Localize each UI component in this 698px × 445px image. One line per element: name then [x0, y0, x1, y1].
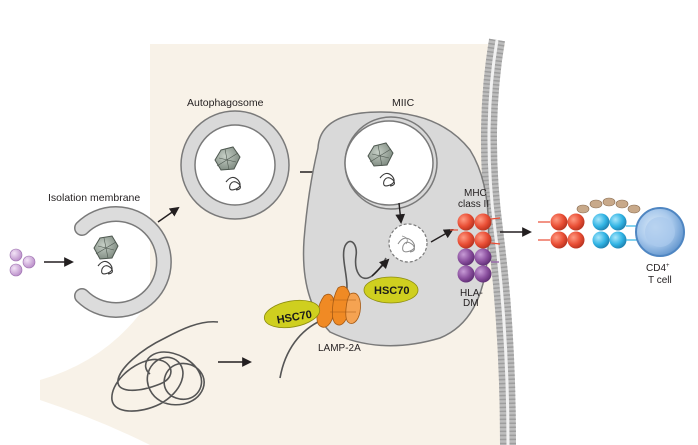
hla-label-line1: HLA-: [460, 288, 483, 299]
hla-dm-complex: [457, 248, 499, 283]
mhc-class-ii-complex: [450, 213, 501, 249]
hsc70-chaperone-lysosomal: [363, 276, 419, 304]
arrow-to-degradation-vesicle: [395, 202, 406, 224]
cargo-protein-icon: [225, 176, 241, 191]
lamp-2a-channel: [316, 285, 361, 328]
mhc-label-line1: MHC: [464, 188, 487, 199]
cd4-t-cell: [635, 207, 685, 257]
cytosolic-particles: [9, 248, 36, 277]
cargo-organelle-icon: [367, 142, 394, 167]
arrow-to-miic-interior: [371, 258, 390, 277]
mhc-label-line2: class II: [458, 199, 489, 210]
autophagosome: [180, 110, 290, 220]
miic-label: MIIC: [392, 97, 415, 109]
cargo-protein-icon: [97, 260, 113, 275]
cargo-protein-icon: [379, 172, 395, 187]
hla-label-line2: DM: [463, 298, 479, 309]
autophagosome-label: Autophagosome: [187, 97, 264, 109]
degradation-vesicle: [388, 223, 428, 263]
t-cell-receptor: [592, 213, 640, 249]
plasma-membrane: [481, 38, 516, 445]
hsc70-chaperone-cytosolic: [263, 299, 321, 329]
arrow-to-mhc: [430, 229, 454, 243]
cargo-organelle-icon: [93, 235, 119, 260]
tcell-label: T cell: [648, 275, 672, 286]
isolation-membrane-label: Isolation membrane: [48, 192, 140, 204]
autophagosome-inside-miic: [344, 116, 438, 210]
surface-mhc-class-ii: [538, 213, 585, 249]
presented-peptide: [576, 197, 641, 214]
cargo-organelle-icon: [214, 146, 241, 171]
isolation-membrane: [74, 206, 172, 318]
miic-compartment: [302, 111, 490, 347]
hsc70-label-right: HSC70: [374, 285, 409, 297]
cd4-label: CD4+: [646, 263, 670, 274]
unfolded-protein-substrate: [111, 320, 219, 412]
arrow-isolation-to-autophagosome: [157, 206, 180, 223]
lamp-2a-label: LAMP-2A: [318, 343, 361, 354]
